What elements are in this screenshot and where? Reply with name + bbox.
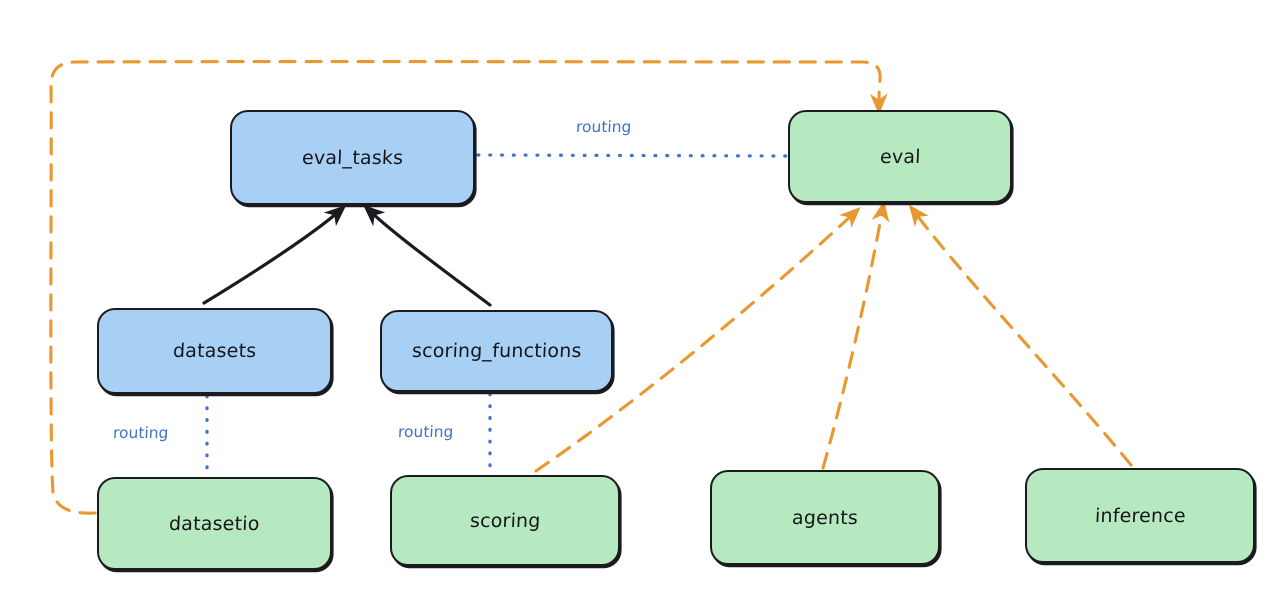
- node-scoring-functions[interactable]: scoring_functions: [380, 310, 613, 392]
- node-datasets[interactable]: datasets: [97, 308, 332, 394]
- node-label: datasetio: [168, 512, 261, 535]
- node-datasetio[interactable]: datasetio: [97, 477, 332, 570]
- edge-datasets-eval_tasks: [202, 205, 347, 305]
- node-label: eval: [879, 145, 921, 168]
- node-label: eval_tasks: [301, 146, 404, 169]
- edge-label-routing-datasetio: routing: [112, 424, 169, 442]
- edge-label-routing-eval: routing: [575, 118, 632, 136]
- node-eval-tasks[interactable]: eval_tasks: [230, 110, 475, 205]
- edge-eval_tasks-eval: [476, 153, 788, 158]
- node-label: inference: [1094, 504, 1186, 527]
- edge-inference-eval: [908, 204, 1133, 467]
- node-inference[interactable]: inference: [1025, 468, 1255, 563]
- node-label: scoring: [469, 509, 541, 532]
- node-label: scoring_functions: [411, 340, 582, 362]
- node-scoring[interactable]: scoring: [390, 475, 620, 566]
- edge-scoring_functions-eval_tasks: [363, 204, 492, 307]
- node-label: datasets: [172, 340, 257, 362]
- node-label: agents: [791, 506, 859, 529]
- node-agents[interactable]: agents: [710, 470, 940, 565]
- edge-agents-eval: [821, 200, 890, 470]
- edge-label-routing-scoring: routing: [397, 423, 454, 441]
- node-eval[interactable]: eval: [788, 110, 1012, 203]
